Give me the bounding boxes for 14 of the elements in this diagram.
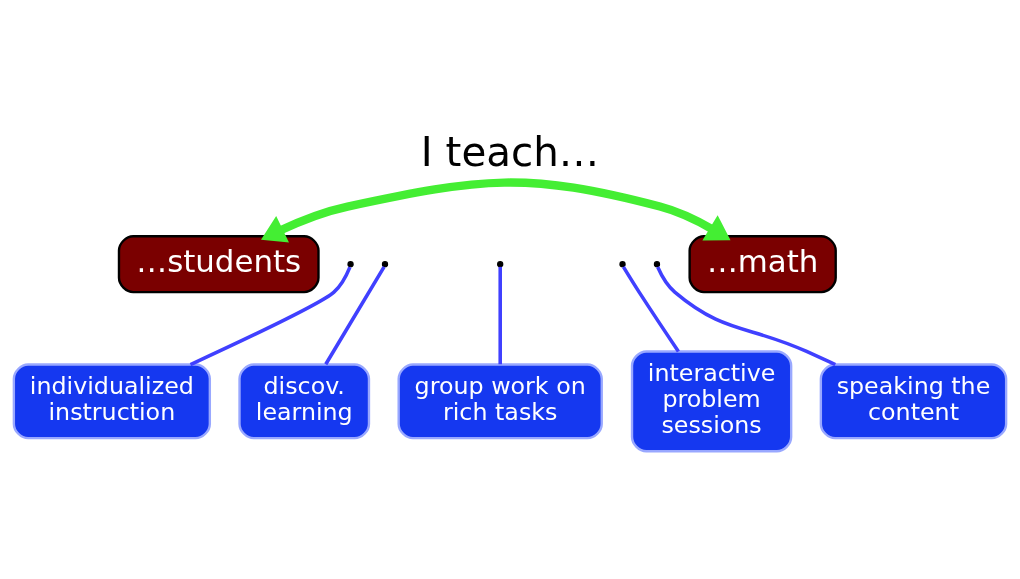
node-box: …math: [688, 234, 837, 293]
node-box: individualized instruction: [12, 362, 211, 439]
connector: [324, 265, 386, 365]
node-box: interactive problem sessions: [630, 349, 793, 452]
connector: [189, 265, 352, 366]
connector: [498, 266, 502, 364]
connector: [656, 265, 837, 366]
node-box: discov. learning: [238, 362, 371, 439]
node-box: group work on rich tasks: [397, 362, 603, 439]
node-box: …students: [117, 234, 320, 293]
diagram-title: I teach…: [420, 128, 600, 176]
arrow: [261, 177, 731, 242]
connector: [621, 265, 680, 352]
node-box: speaking the content: [819, 362, 1008, 439]
